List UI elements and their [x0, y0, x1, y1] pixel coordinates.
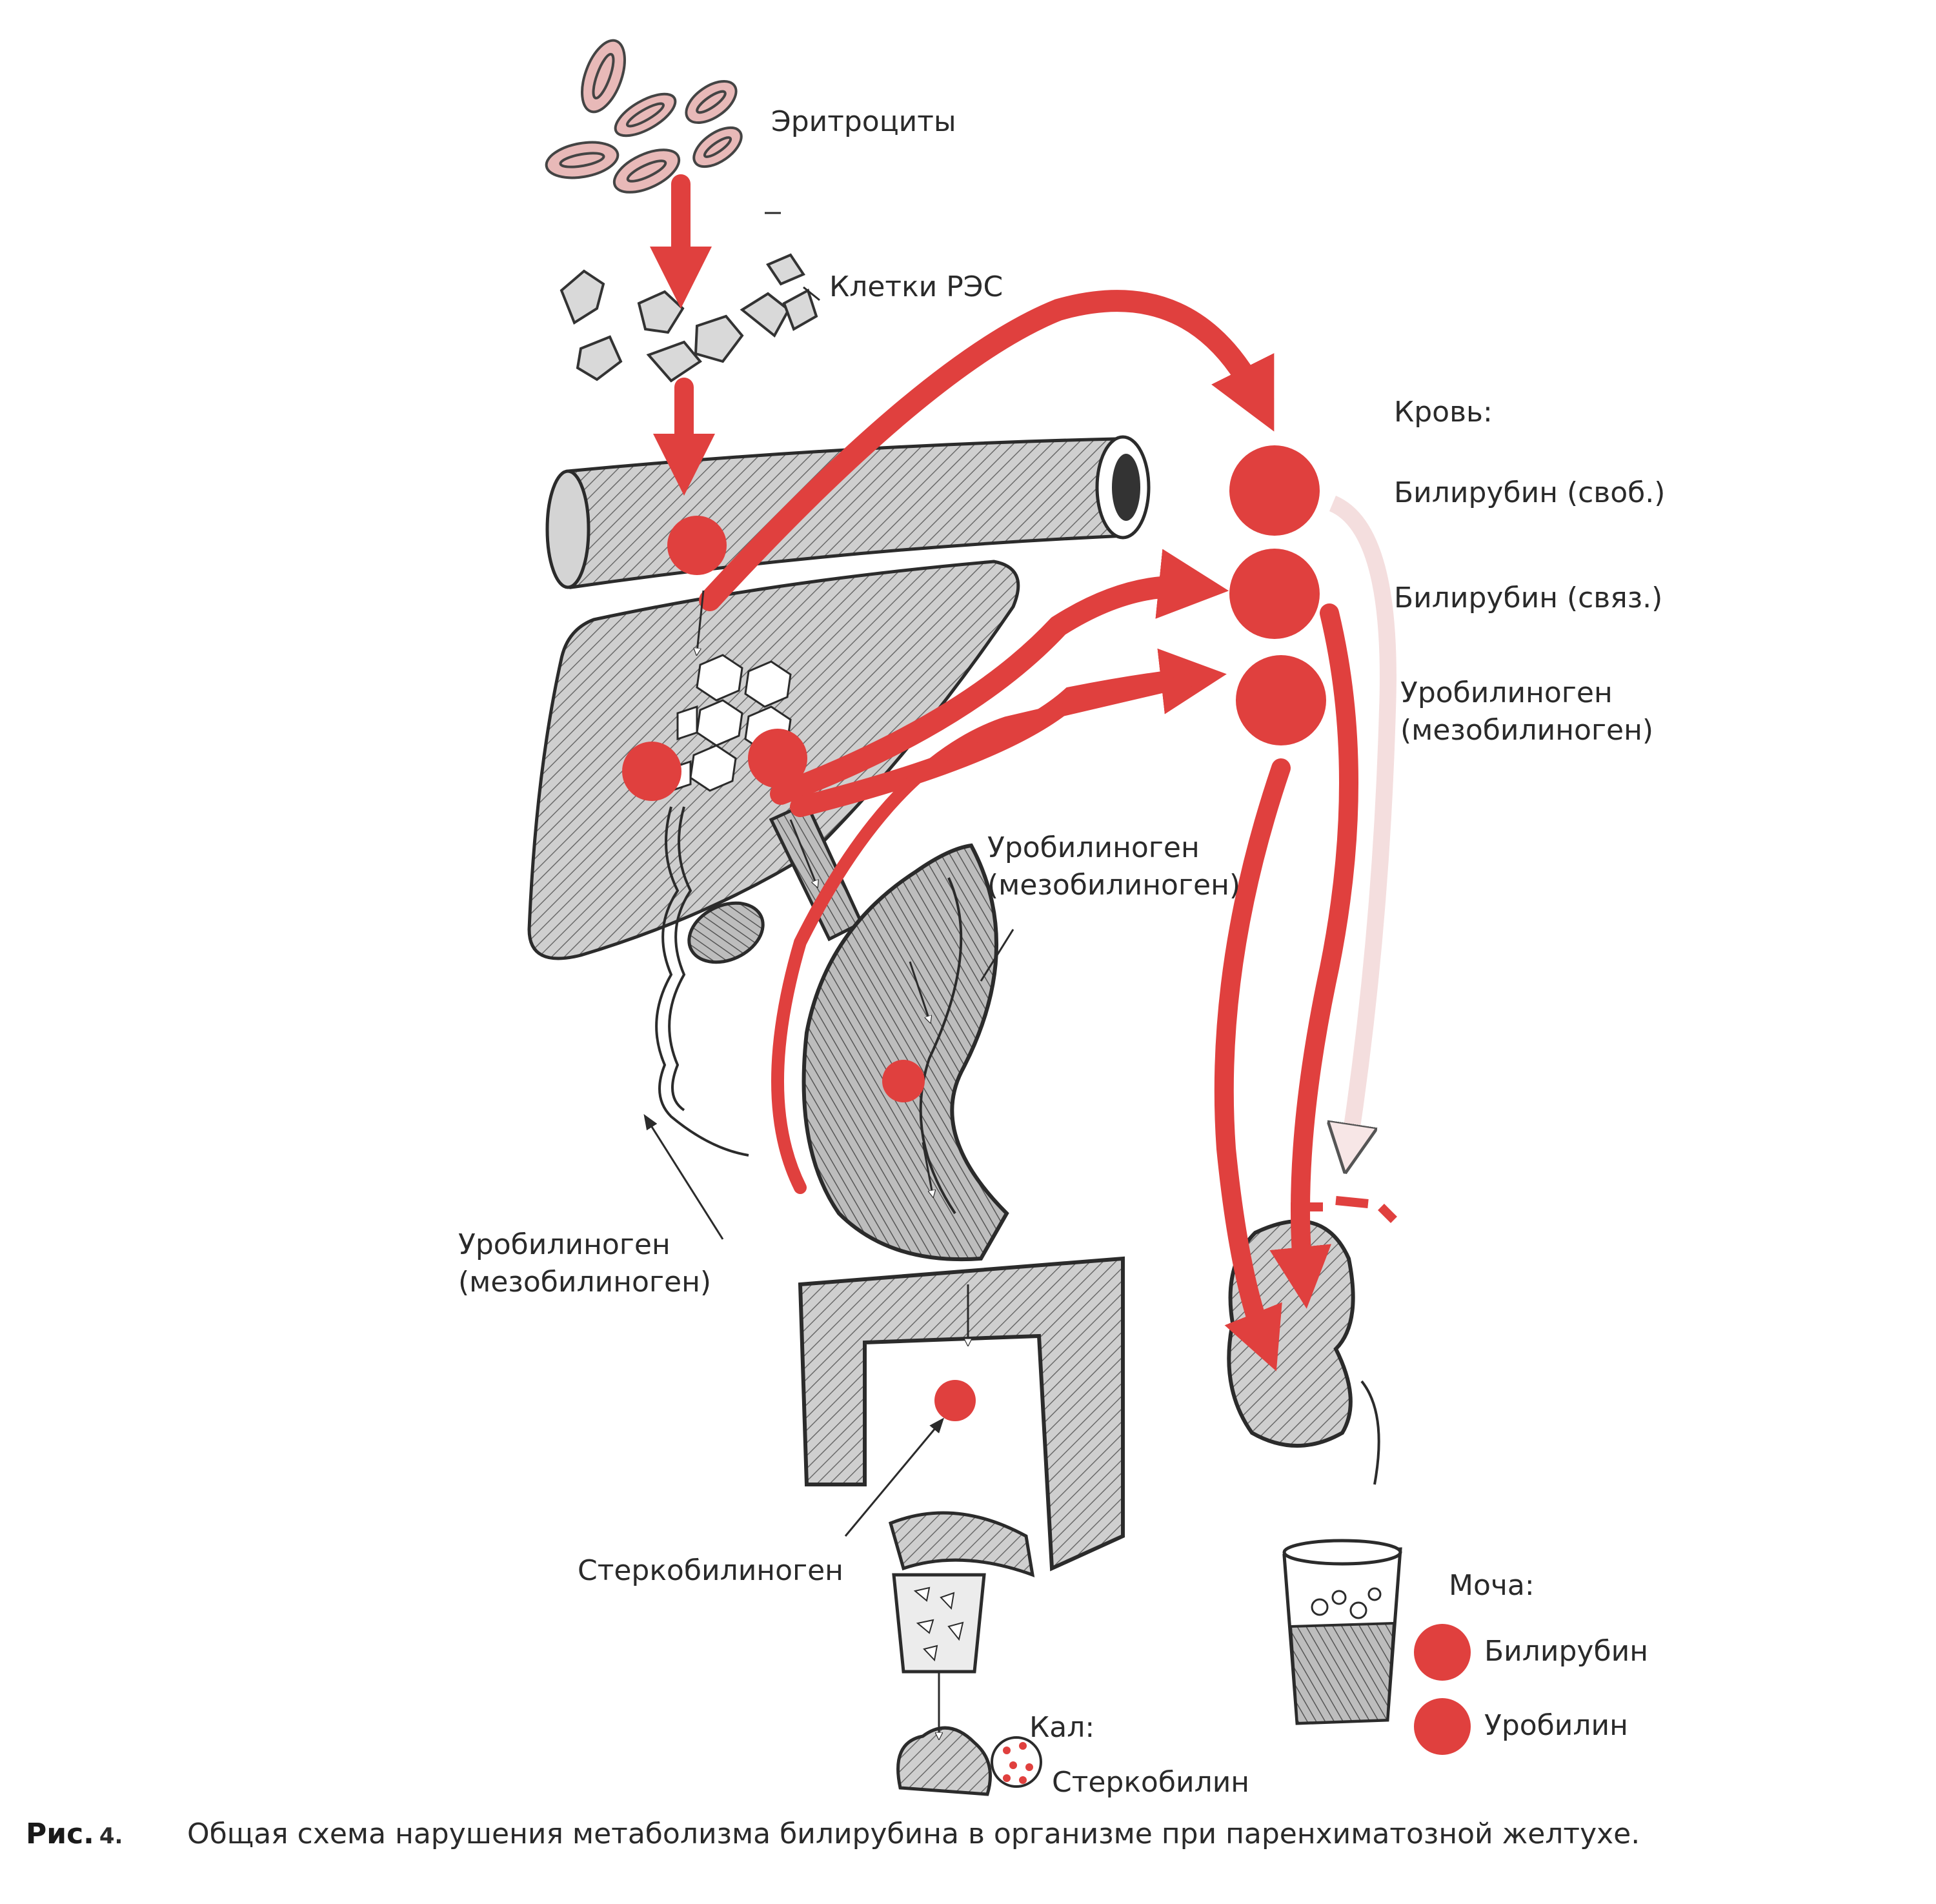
figure-caption: Рис.4. Общая схема нарушения метаболизма…: [26, 1818, 1910, 1850]
gallbladder-icon: [687, 901, 765, 964]
blood-bilirubin-bound-dot: [1229, 549, 1320, 639]
label-blood-urobilinogen-sub: (мезобилиноген): [1400, 714, 1654, 747]
colon-stercobilinogen-dot: [934, 1380, 976, 1421]
label-intestine-urobilinogen-sub: (мезобилиноген): [987, 869, 1241, 902]
feces-icon: [896, 1726, 992, 1796]
erythrocytes-icon: [545, 39, 743, 194]
label-blood-bilirubin-bound: Билирубин (связ.): [1394, 582, 1663, 614]
colon-icon: [798, 1256, 1125, 1674]
arrow-blood-urobilinogen-to-kidney: [1214, 758, 1291, 1372]
arrow-vessel-to-blood-free: [699, 290, 1275, 611]
red-dots: [622, 445, 1471, 1755]
res-cells-icon: [560, 253, 818, 383]
label-blood-heading: Кровь:: [1394, 396, 1493, 429]
label-intestine-urobilinogen: Уробилиноген: [987, 831, 1200, 864]
urine-urobilin-dot: [1414, 1698, 1471, 1755]
liver-bilirubin-dot-left: [622, 742, 681, 801]
label-res-cells: Клетки РЭС: [829, 270, 1003, 303]
label-erythrocytes: Эритроциты: [771, 105, 956, 138]
duodenum-icon: [802, 843, 1009, 1262]
stercobilin-icon: [991, 1736, 1042, 1788]
label-stercobilinogen: Стеркобилиноген: [578, 1554, 843, 1587]
leader-lines: [643, 212, 1014, 1537]
urine-glass-icon: [1282, 1539, 1402, 1725]
label-portal-urobilinogen: Уробилиноген: [458, 1228, 671, 1261]
urine-bilirubin-dot: [1414, 1624, 1471, 1681]
portal-vein-icon: [655, 806, 749, 1157]
figure-caption-text: Общая схема нарушения метаболизма билиру…: [187, 1818, 1640, 1850]
kidney-barrier-icon: [1291, 1196, 1397, 1223]
label-feces-heading: Кал:: [1029, 1711, 1095, 1744]
label-blood-bilirubin-free: Билирубин (своб.): [1394, 476, 1666, 509]
pale-arrow-free-bilirubin: [1333, 496, 1397, 1149]
arrow-portal-to-blood: [771, 671, 1207, 1194]
blood-bilirubin-free-dot: [1229, 445, 1320, 536]
label-feces-stercobilin: Стеркобилин: [1052, 1766, 1250, 1799]
arrow-liver-to-blood-bound: [770, 549, 1229, 805]
figure-label: Рис.: [26, 1818, 94, 1850]
blood-urobilinogen-dot: [1236, 655, 1326, 745]
label-urine-heading: Моча:: [1449, 1569, 1535, 1602]
label-blood-urobilinogen: Уробилиноген: [1400, 676, 1613, 709]
vessel-bilirubin-dot: [667, 516, 727, 575]
red-arrows: [649, 174, 1358, 1372]
arrow-blood-bound-to-kidney: [1269, 603, 1358, 1309]
label-portal-urobilinogen-sub: (мезобилиноген): [458, 1266, 712, 1299]
white-arrows: [697, 590, 968, 1736]
label-urine-bilirubin: Билирубин: [1484, 1635, 1648, 1668]
duodenum-bilirubin-dot: [882, 1060, 925, 1102]
liver-bilirubin-dot-right: [748, 729, 807, 788]
figure-number: 4.: [99, 1823, 123, 1849]
label-urine-urobilin: Уробилин: [1484, 1709, 1628, 1742]
